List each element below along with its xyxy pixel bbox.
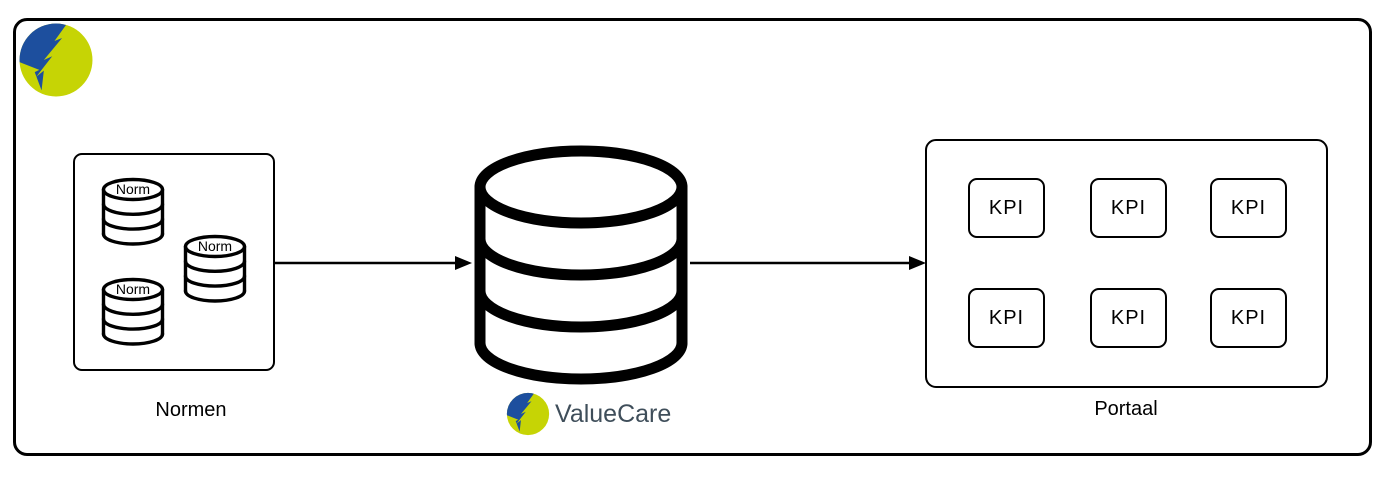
- normen-group-label: Normen: [155, 399, 227, 421]
- norm-database-icon: Norm: [100, 277, 166, 347]
- kpi-tile: KPI: [1090, 178, 1167, 238]
- norm-cylinder-label: Norm: [197, 238, 233, 254]
- norm-database-icon: Norm: [100, 177, 166, 247]
- kpi-tile: KPI: [1210, 288, 1287, 348]
- portaal-box: [925, 139, 1328, 388]
- valuecare-logo-icon: [506, 392, 550, 436]
- valuecare-brand-label: ValueCare: [555, 400, 672, 428]
- arrow-database-to-portaal: [690, 256, 926, 270]
- norm-database-icon: Norm: [182, 234, 248, 304]
- kpi-tile: KPI: [968, 178, 1045, 238]
- kpi-tile: KPI: [1090, 288, 1167, 348]
- portaal-group-label: Portaal: [1094, 398, 1158, 420]
- kpi-tile: KPI: [968, 288, 1045, 348]
- kpi-tile: KPI: [1210, 178, 1287, 238]
- norm-cylinder-label: Norm: [115, 181, 151, 197]
- norm-cylinder-label: Norm: [115, 281, 151, 297]
- valuecare-brand: ValueCare: [506, 392, 671, 436]
- database-icon: [474, 145, 688, 385]
- valuecare-logo-icon: [18, 22, 94, 98]
- arrow-normen-to-database: [275, 256, 472, 270]
